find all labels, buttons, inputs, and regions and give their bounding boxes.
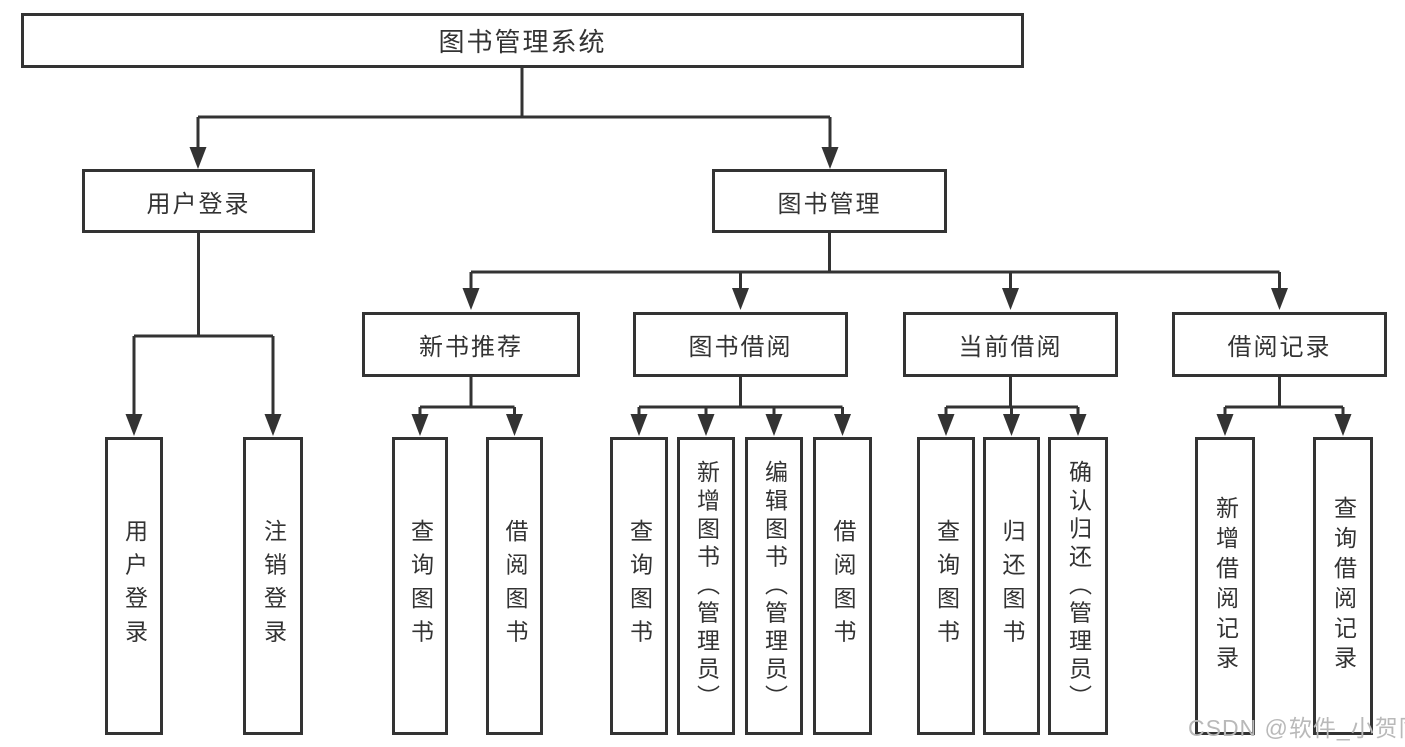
- leaf-borrow-book-2: 借阅图书: [813, 437, 872, 735]
- node-book-management: 图书管理: [712, 169, 947, 233]
- node-user-login-label: 用户登录: [146, 190, 251, 218]
- node-library-system: 图书管理系统: [21, 13, 1024, 68]
- leaf-logout-label: 注销登录: [260, 519, 287, 653]
- leaf-user-login-label: 用户登录: [121, 519, 148, 653]
- leaf-add-borrow-record: 新增借阅记录: [1195, 437, 1255, 735]
- node-user-login: 用户登录: [82, 169, 315, 233]
- leaf-add-book-admin: 新增图书（管理员）: [677, 437, 735, 735]
- node-book-borrow-label: 图书借阅: [688, 334, 793, 361]
- leaf-add-book-admin-label: 新增图书（管理员）: [693, 459, 720, 713]
- leaf-borrow-book-2-label: 借阅图书: [830, 519, 856, 653]
- leaf-user-login: 用户登录: [105, 437, 163, 735]
- node-library-system-label: 图书管理系统: [438, 27, 607, 57]
- leaf-query-book-3: 查询图书: [917, 437, 975, 735]
- node-borrow-records: 借阅记录: [1172, 312, 1387, 377]
- node-book-management-label: 图书管理: [777, 190, 882, 218]
- leaf-logout: 注销登录: [243, 437, 303, 735]
- node-new-book-recommend: 新书推荐: [362, 312, 580, 377]
- leaf-query-book-2: 查询图书: [610, 437, 668, 735]
- leaf-edit-book-admin-label: 编辑图书（管理员）: [761, 459, 788, 713]
- leaf-query-book-2-label: 查询图书: [626, 519, 653, 653]
- leaf-confirm-return-admin-label: 确认归还（管理员）: [1065, 459, 1092, 713]
- leaf-query-borrow-record-label: 查询借阅记录: [1330, 496, 1357, 676]
- node-current-borrow-label: 当前借阅: [958, 334, 1063, 361]
- leaf-edit-book-admin: 编辑图书（管理员）: [745, 437, 803, 735]
- leaf-borrow-book-1-label: 借阅图书: [502, 519, 528, 653]
- leaf-query-borrow-record: 查询借阅记录: [1313, 437, 1373, 735]
- node-book-borrow: 图书借阅: [633, 312, 848, 377]
- node-current-borrow: 当前借阅: [903, 312, 1118, 377]
- leaf-add-borrow-record-label: 新增借阅记录: [1212, 496, 1239, 676]
- csdn-watermark: CSDN @软件_小贺同学: [1188, 715, 1405, 741]
- leaf-query-book-3-label: 查询图书: [933, 519, 960, 653]
- leaf-return-book: 归还图书: [983, 437, 1040, 735]
- node-borrow-records-label: 借阅记录: [1227, 334, 1332, 361]
- leaf-borrow-book-1: 借阅图书: [486, 437, 543, 735]
- leaf-query-book-1: 查询图书: [392, 437, 448, 735]
- leaf-return-book-label: 归还图书: [999, 519, 1025, 653]
- node-new-book-recommend-label: 新书推荐: [419, 334, 523, 361]
- leaf-confirm-return-admin: 确认归还（管理员）: [1048, 437, 1108, 735]
- leaf-query-book-1-label: 查询图书: [407, 519, 434, 653]
